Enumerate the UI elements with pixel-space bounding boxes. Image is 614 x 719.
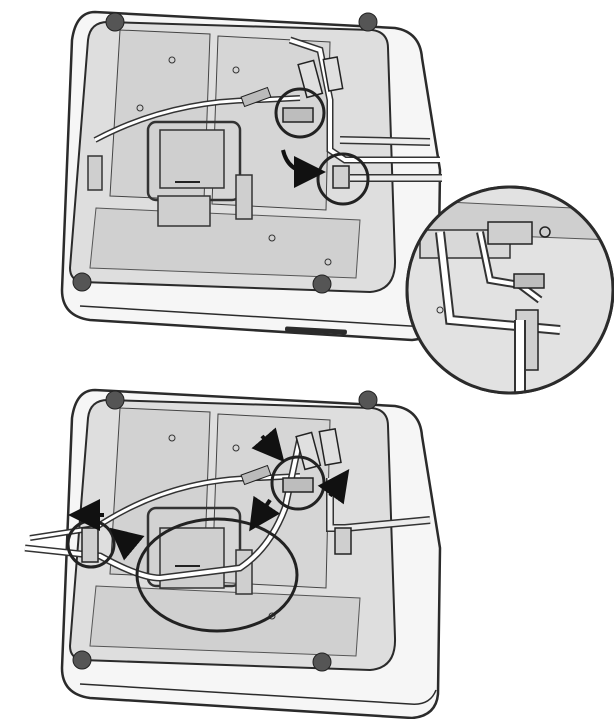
connector <box>318 427 342 466</box>
zoom-detail <box>405 185 614 395</box>
highlight-connector-circle <box>274 87 326 139</box>
center-holder <box>159 129 225 189</box>
routing-arrow <box>109 527 145 561</box>
plug <box>240 464 272 486</box>
screw-hole <box>232 444 240 452</box>
foot <box>105 12 125 32</box>
screw-hole <box>136 104 144 112</box>
center-holder-lower <box>157 195 211 227</box>
screw-hole <box>324 258 332 266</box>
left-clip <box>87 155 103 191</box>
foot <box>312 652 332 672</box>
foot <box>72 272 92 292</box>
step-two-panel <box>24 388 442 719</box>
screw-hole <box>268 234 276 242</box>
screw-hole <box>232 66 240 74</box>
device-shell-side <box>79 683 437 705</box>
routing-arrow <box>249 495 281 532</box>
routing-arrow <box>251 427 285 463</box>
connector <box>282 107 314 123</box>
plug <box>240 86 272 108</box>
foot <box>312 274 332 294</box>
foot <box>72 650 92 670</box>
zoom-detail-circle <box>405 185 614 395</box>
step-one-panel <box>60 10 442 342</box>
foot <box>358 390 378 410</box>
connector <box>322 56 344 92</box>
screw-hole <box>168 434 176 442</box>
side-slot <box>235 174 253 220</box>
routing-arrow <box>281 149 326 188</box>
foot <box>358 12 378 32</box>
recess-bottom <box>89 585 361 657</box>
cable <box>339 137 431 145</box>
screw-hole <box>168 56 176 64</box>
highlight-center-routing-ellipse <box>135 517 299 633</box>
side-clip <box>81 527 99 563</box>
cable-clip <box>334 527 352 555</box>
recess-bottom <box>89 207 361 279</box>
routing-arrow <box>317 468 350 505</box>
shell-slot <box>284 326 347 335</box>
foot <box>105 390 125 410</box>
cable-clip <box>332 165 350 189</box>
connector <box>295 431 322 471</box>
connector <box>282 477 314 493</box>
